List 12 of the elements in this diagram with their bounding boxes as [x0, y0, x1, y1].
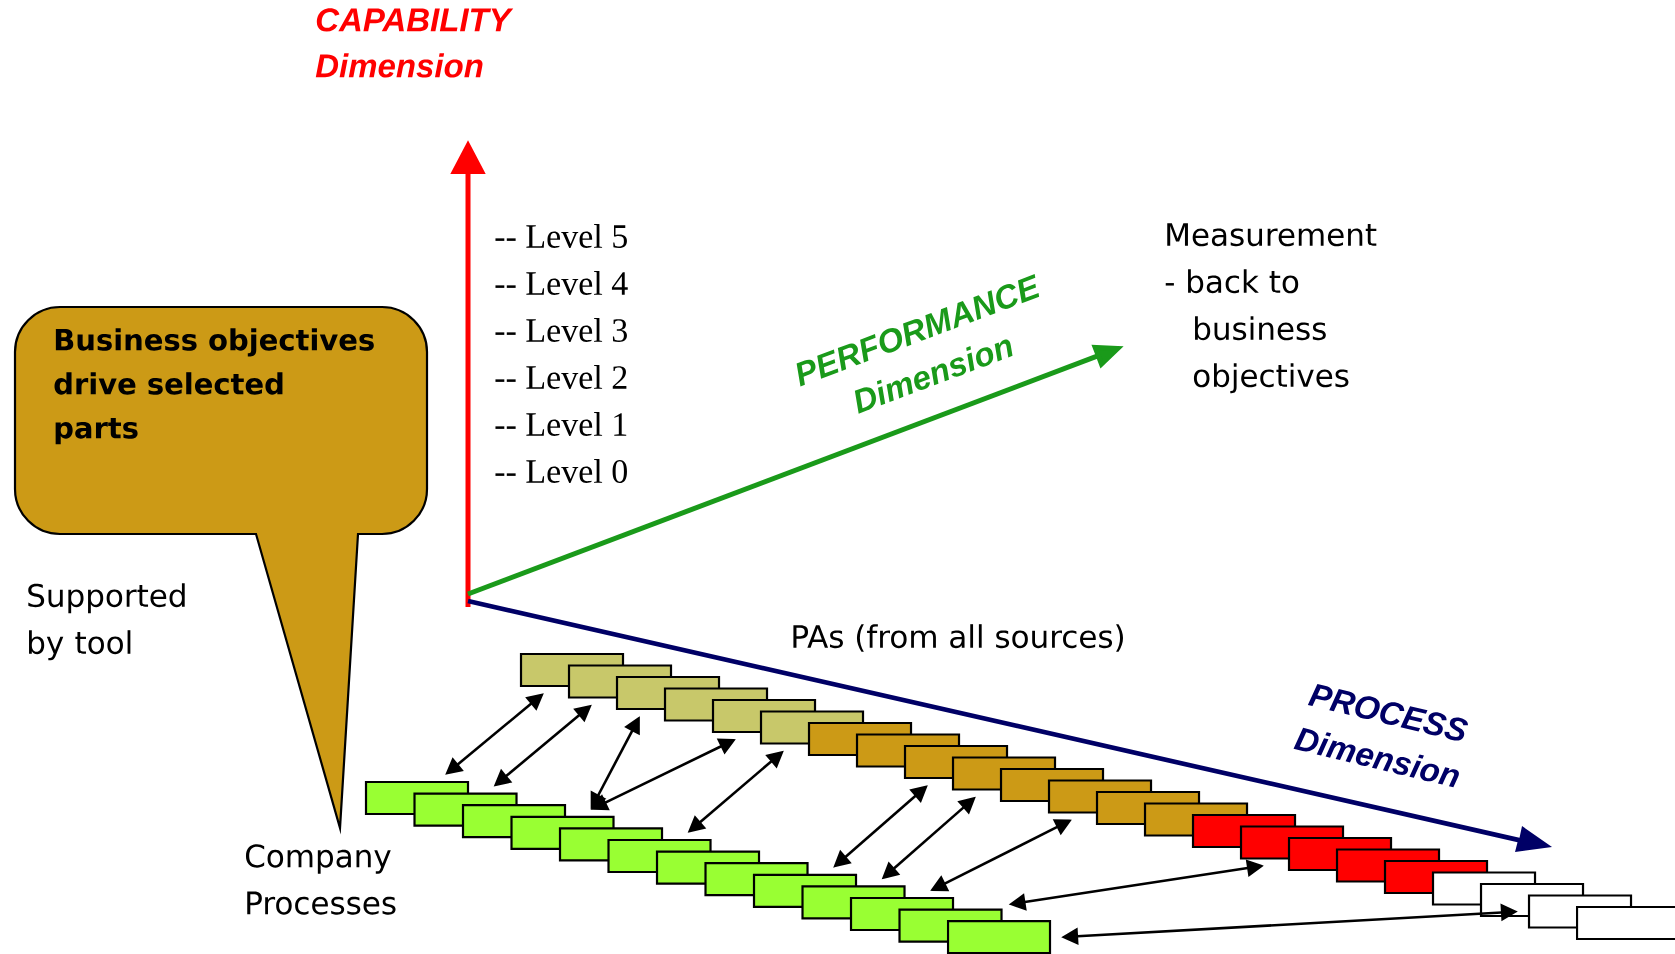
axis-title: CAPABILITY Dimension: [315, 8, 514, 78]
section-label: PAs (from all sources): [793, 624, 1123, 652]
note-text: Measurement - back to business objectives: [1165, 223, 1377, 394]
level-label: -- Level 2: [495, 365, 627, 389]
level-label: -- Level 4: [495, 271, 628, 295]
bar: [946, 920, 1052, 954]
bar: [1575, 905, 1675, 941]
level-label: -- Level 0: [495, 459, 627, 483]
level-label: -- Level 3: [495, 318, 627, 342]
level-label: -- Level 1: [495, 412, 627, 436]
section-label: Company Processes: [245, 844, 396, 915]
level-label: -- Level 5: [495, 224, 627, 248]
